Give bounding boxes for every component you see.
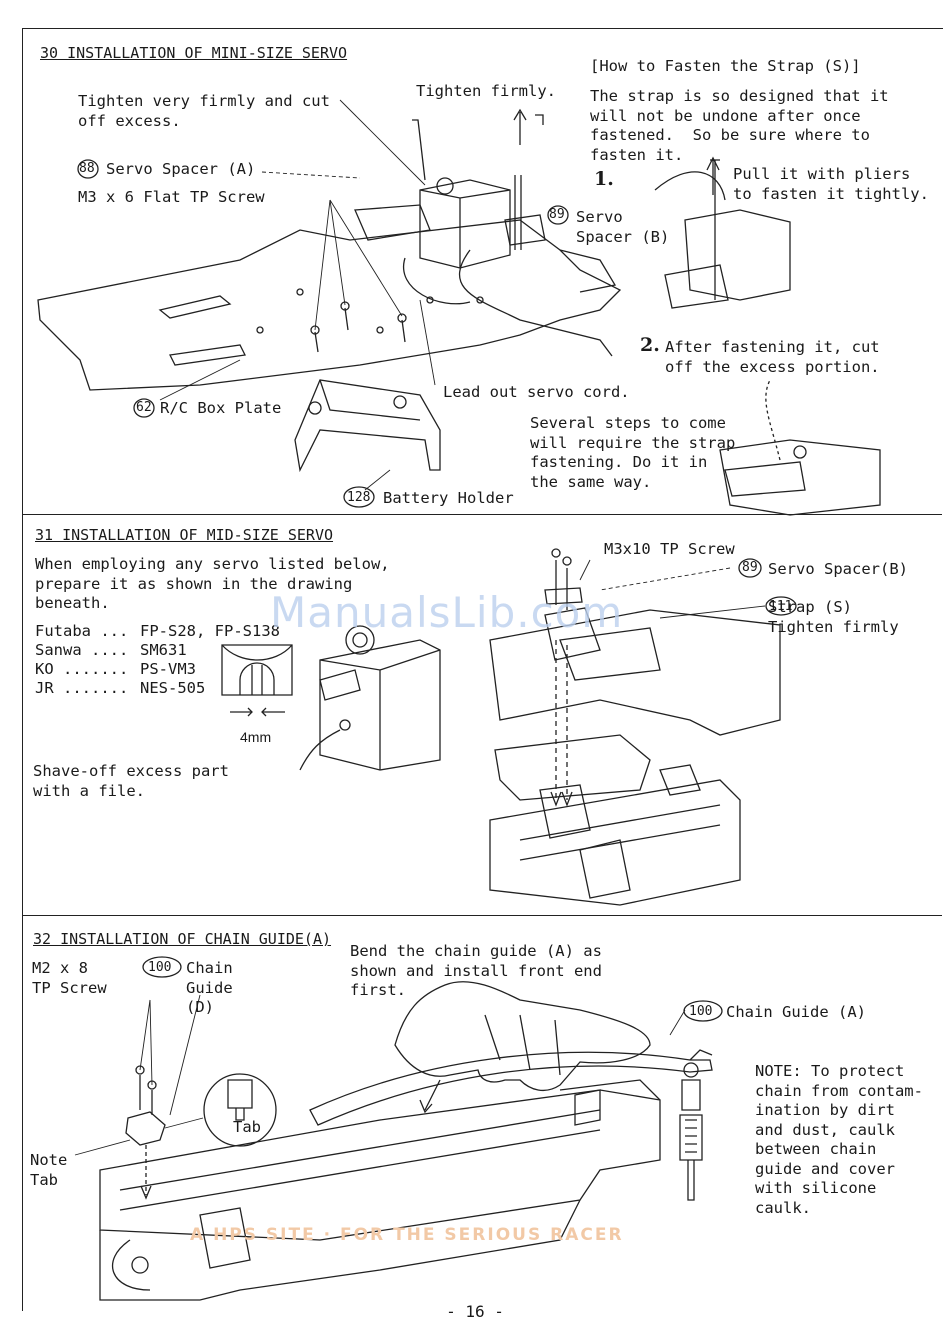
servo-list-brand: Sanwa .... <box>35 641 129 659</box>
rc-box-plate-num: 62 <box>136 400 152 415</box>
m2-screw-label: M2 x 8 TP Screw <box>32 959 107 997</box>
chain-guide-a-drawing <box>309 1049 713 1126</box>
servo-spacer-a-label: Servo Spacer (A) <box>106 160 256 178</box>
divider-31-32 <box>22 915 942 916</box>
screws-31-drawing <box>544 548 583 807</box>
several-steps-text: Several steps to come will require the s… <box>530 414 736 491</box>
section-31-title: 31 INSTALLATION OF MID-SIZE SERVO <box>35 526 334 544</box>
servo-list-model: NES-505 <box>140 679 206 697</box>
m3x10-screw-label: M3x10 TP Screw <box>604 540 735 558</box>
step-1-number: 1. <box>594 168 614 190</box>
manualslib-watermark: ManualsLib.com <box>270 588 624 637</box>
strap-step-drawings <box>654 159 881 516</box>
pull-arrow <box>706 156 720 195</box>
servo-list-brand: Futaba ... <box>35 622 129 640</box>
tagline-watermark: A HPS SITE · FOR THE SERIOUS RACER <box>190 1225 624 1245</box>
tab-label: Tab <box>233 1118 261 1136</box>
chain-guide-d-num: 100 <box>148 960 172 975</box>
chassis-31-drawing <box>489 607 781 906</box>
section-32-title: 32 INSTALLATION OF CHAIN GUIDE(A) <box>33 930 332 948</box>
note-tab-label: Note Tab <box>30 1151 68 1189</box>
note-text: NOTE: To protect chain from contam- inat… <box>755 1062 923 1217</box>
servo-list-model: FP-S28, FP-S138 <box>140 622 280 640</box>
tighten-firmly-label: Tighten firmly. <box>416 82 556 100</box>
hand-drawing <box>394 981 651 1092</box>
mini-servo-drawing <box>354 119 613 357</box>
battery-holder-drawing <box>294 379 441 473</box>
strap-text: The strap is so designed that it will no… <box>590 87 889 164</box>
battery-holder-num: 128 <box>347 490 371 505</box>
up-arrow <box>513 108 527 145</box>
spacer-b-label: Servo Spacer(B) <box>768 560 908 578</box>
section-30-title: 30 INSTALLATION OF MINI-SIZE SERVO <box>40 44 348 62</box>
tab-detail-circle <box>203 1073 277 1147</box>
tighten-cut-label: Tighten very firmly and cut off excess. <box>78 92 330 130</box>
strap-num: 111 <box>769 599 793 614</box>
servo-list-model: PS-VM3 <box>140 660 196 678</box>
bend-text: Bend the chain guide (A) as shown and in… <box>350 942 602 999</box>
mid-servo-drawing <box>299 625 441 771</box>
battery-holder-label: Battery Holder <box>383 489 514 507</box>
servo-list-brand: KO ....... <box>35 660 129 678</box>
servo-spacer-b-num: 89 <box>549 207 565 222</box>
shock-drawing <box>679 1062 703 1201</box>
servo-spacer-a-num: 88 <box>79 161 95 176</box>
strap-label: Strap (S) Tighten firmly <box>768 598 899 636</box>
shave-text: Shave-off excess part with a file. <box>33 762 229 800</box>
chain-guide-a-num: 100 <box>689 1004 713 1019</box>
servo-intro-text: When employing any servo listed below, p… <box>35 555 390 612</box>
rc-box-plate-label: R/C Box Plate <box>160 399 282 417</box>
rc-box-plate-drawing <box>37 219 622 391</box>
servo-list-model: SM631 <box>140 641 187 659</box>
servo-spacer-b-label: Servo Spacer (B) <box>576 208 670 246</box>
m3-screw-label: M3 x 6 Flat TP Screw <box>78 188 265 206</box>
step-2-number: 2. <box>640 334 660 356</box>
chassis-32-drawing <box>99 1079 661 1301</box>
shave-detail-drawing <box>221 644 293 717</box>
spacer-b-num: 89 <box>742 560 758 575</box>
servo-list-brand: JR ....... <box>35 679 129 697</box>
divider-30-31 <box>22 514 942 515</box>
install-arrow <box>419 1079 441 1114</box>
screws-drawing <box>310 199 407 353</box>
chain-guide-d-label: Chain Guide (D) <box>186 959 233 1016</box>
chain-guide-d-drawing <box>125 1065 166 1200</box>
dimension-label: 4mm <box>240 729 272 745</box>
page-frame <box>22 28 943 1311</box>
strap-heading: [How to Fasten the Strap (S)] <box>590 57 861 75</box>
page-number: - 16 - <box>446 1302 504 1321</box>
lead-out-label: Lead out servo cord. <box>443 383 630 401</box>
chain-guide-a-label: Chain Guide (A) <box>726 1003 866 1021</box>
step-2-text: After fastening it, cut off the excess p… <box>665 338 880 376</box>
step-1-text: Pull it with pliers to fasten it tightly… <box>733 165 929 203</box>
